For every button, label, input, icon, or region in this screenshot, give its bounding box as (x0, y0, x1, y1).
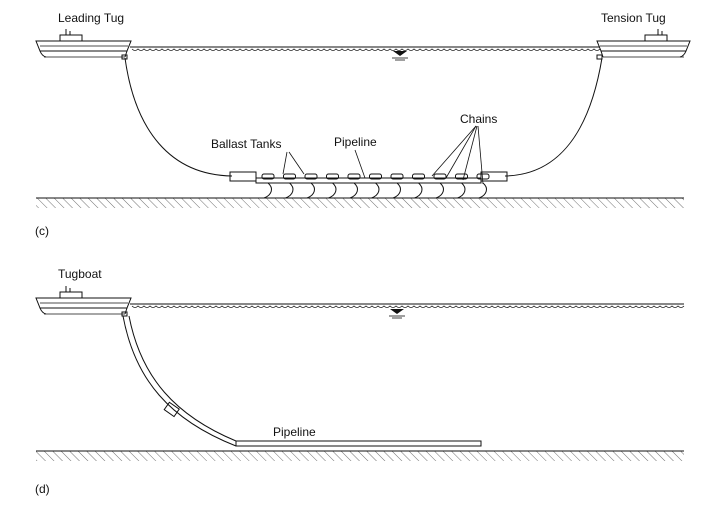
chain (478, 182, 487, 199)
pipeline-d-label: Pipeline (273, 425, 316, 439)
ballast-tank (433, 173, 447, 180)
pipeline-riser-inner (128, 315, 237, 442)
pipeline-riser (122, 315, 237, 447)
ballast-tank (476, 173, 490, 180)
ballast-tank (283, 173, 296, 180)
ballast-tanks-label: Ballast Tanks (211, 137, 282, 151)
chain (306, 182, 315, 199)
ballast-tanks-leaders (282, 151, 305, 175)
tugboat-label: Tugboat (58, 267, 102, 281)
chains-leaders (431, 125, 484, 185)
chain (263, 182, 272, 199)
water-level-symbol-d (389, 309, 405, 319)
ballast-tank (304, 173, 318, 180)
water-level-symbol-c (392, 51, 408, 61)
panel-d (35, 286, 685, 461)
leading-tug-boat (35, 29, 132, 60)
panel-c-caption: (c) (35, 224, 49, 238)
end-buoy-left (229, 171, 257, 182)
chain (285, 182, 294, 199)
tow-cable-left (124, 57, 233, 177)
pipeline-c-label: Pipeline (334, 135, 377, 149)
tension-tug-boat (596, 29, 691, 60)
ballast-tank (412, 173, 425, 180)
riser-buoyancy-module (163, 401, 180, 418)
sea-surface-d (131, 305, 685, 308)
pipeline-c-leader (354, 149, 366, 179)
panel-d-caption: (d) (35, 482, 50, 496)
seabed-c (36, 198, 684, 208)
tow-cable-right (504, 57, 603, 177)
chains-label: Chains (460, 112, 498, 126)
chain (371, 182, 380, 199)
ballast-tank (369, 173, 382, 180)
chain (414, 182, 423, 199)
ballast-tank (261, 173, 275, 180)
chain (457, 182, 466, 199)
chain (435, 182, 444, 199)
ballast-tank (390, 173, 404, 180)
ballast-tank (347, 173, 361, 180)
seabed-d (36, 451, 684, 461)
chain (328, 182, 337, 199)
ballast-tank (455, 173, 468, 180)
ballast-tank (326, 173, 339, 180)
leading-tug-label: Leading Tug (58, 11, 125, 25)
chains-group (263, 182, 487, 199)
end-buoy-right (480, 171, 508, 182)
tugboat-d (35, 286, 132, 317)
ballast-tanks-group (261, 173, 490, 180)
panel-c (35, 29, 691, 208)
pipeline-c (255, 177, 482, 184)
chain (349, 182, 358, 199)
tension-tug-label: Tension Tug (601, 11, 666, 25)
chain (392, 182, 401, 199)
sea-surface-c (131, 48, 601, 51)
pipeline-d (235, 440, 482, 447)
